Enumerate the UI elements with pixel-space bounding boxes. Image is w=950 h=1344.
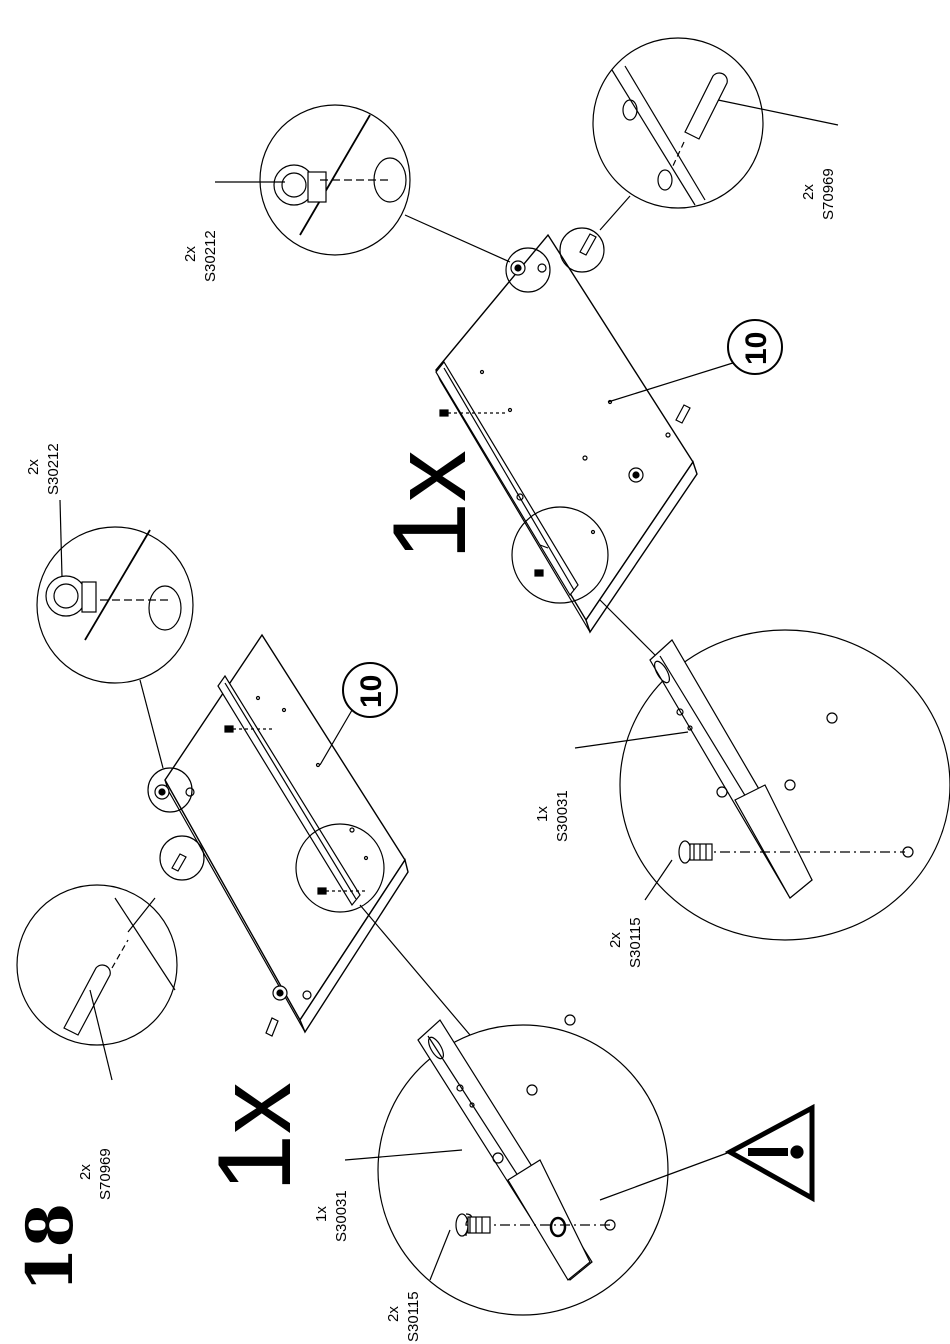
right-cam-lock-qty: 2x	[182, 246, 199, 262]
left-screw-icon	[456, 1214, 490, 1236]
right-screw-qty: 2x	[607, 932, 624, 948]
left-panel-number: 10	[355, 675, 388, 708]
left-cam-lock-qty: 2x	[25, 459, 42, 475]
right-panel	[436, 234, 697, 632]
left-screw-qty: 2x	[385, 1306, 402, 1322]
left-cam-lock-code: S30212	[45, 443, 62, 495]
left-screw-code: S30115	[405, 1291, 422, 1342]
left-dowel-code: S70969	[97, 1148, 114, 1200]
left-dowel-qty: 2x	[77, 1164, 94, 1180]
right-quantity: 1x	[372, 450, 488, 560]
right-dowel-qty: 2x	[800, 184, 817, 200]
left-dowel-detail	[17, 836, 204, 1080]
left-quantity: 1x	[197, 1082, 313, 1192]
right-screw-icon	[679, 841, 712, 863]
right-slide-qty: 1x	[534, 806, 551, 822]
step-number: 18	[13, 1203, 88, 1292]
right-slide-code: S30031	[554, 790, 571, 842]
left-slide-code: S30031	[333, 1190, 350, 1242]
right-panel-number: 10	[740, 332, 773, 365]
left-slide-qty: 1x	[313, 1206, 330, 1222]
right-cam-lock-code: S30212	[202, 230, 219, 282]
right-cam-lock-detail	[215, 105, 550, 292]
right-dowel-code: S70969	[820, 168, 837, 220]
left-cam-lock-detail	[37, 500, 193, 812]
right-screw-code: S30115	[627, 917, 644, 968]
right-dowel-detail	[560, 38, 838, 272]
